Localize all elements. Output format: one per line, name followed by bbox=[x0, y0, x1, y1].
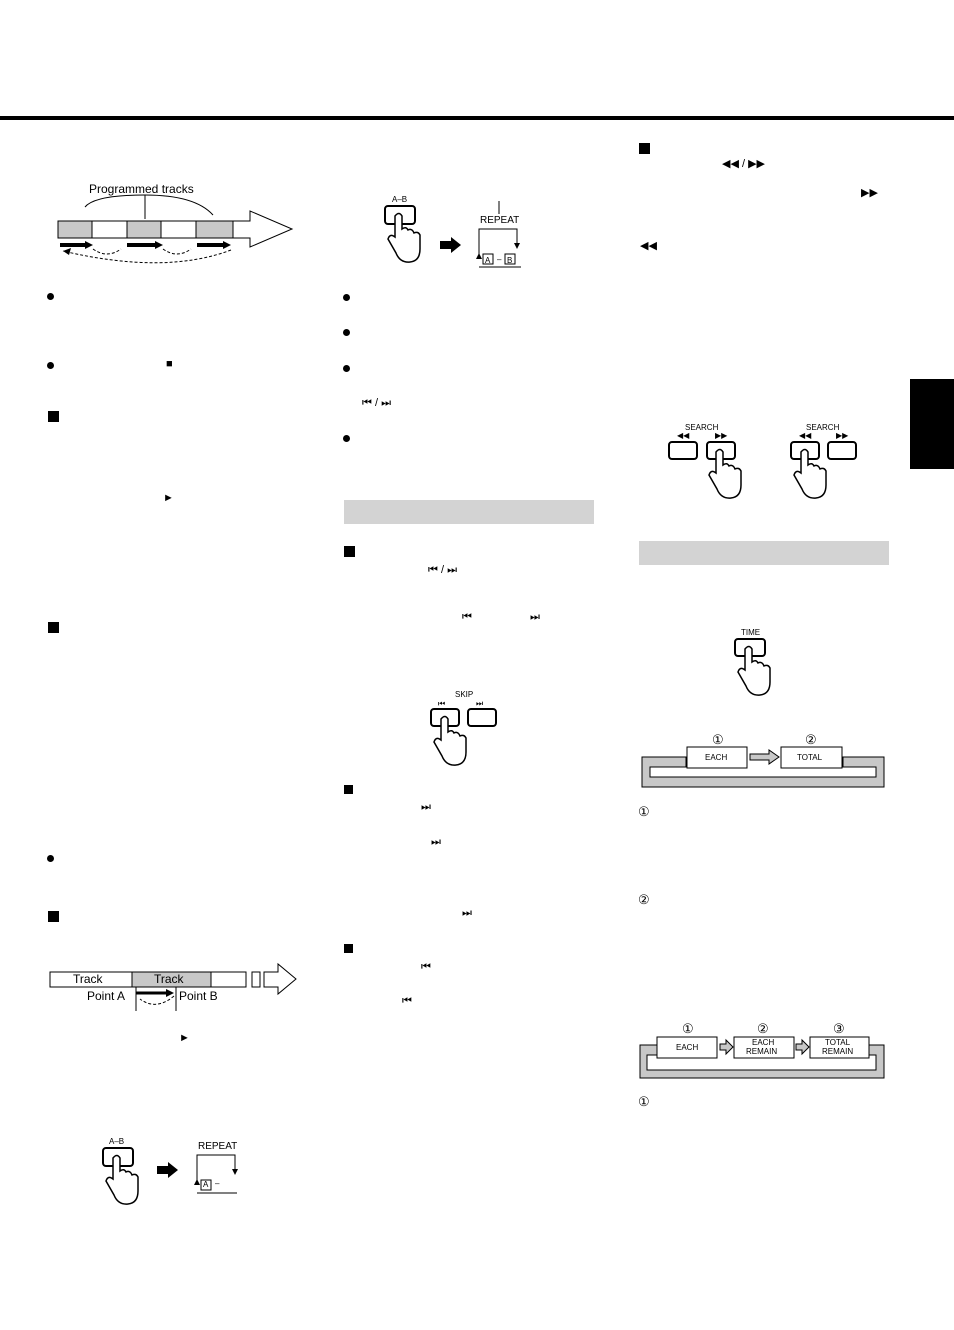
dash: – bbox=[497, 255, 502, 264]
point-b-label: Point B bbox=[179, 989, 218, 1003]
bullet bbox=[47, 362, 54, 369]
skip-forward-icon: ⏭ bbox=[476, 699, 484, 708]
fast-forward-icon: ▶▶ bbox=[715, 431, 728, 440]
ab-button-press-illustration bbox=[384, 205, 421, 263]
play-symbol: ► bbox=[179, 1032, 190, 1044]
skip-button-label: SKIP bbox=[455, 690, 474, 699]
header-rule bbox=[0, 116, 954, 120]
fast-forward-icon: ▶▶ bbox=[836, 431, 849, 440]
time-mode-each: EACH bbox=[705, 753, 728, 762]
section-marker bbox=[48, 622, 59, 633]
step-number: ① bbox=[712, 732, 724, 747]
section-heading-band bbox=[639, 541, 889, 565]
bullet bbox=[343, 365, 350, 372]
section-marker bbox=[48, 411, 59, 422]
point-a-label: Point A bbox=[87, 989, 126, 1003]
bullet bbox=[47, 855, 54, 862]
section-marker bbox=[344, 546, 355, 557]
time-cycle-diagram-1 bbox=[641, 746, 885, 788]
section-marker bbox=[639, 143, 650, 154]
skip-back-symbol: ⏮ bbox=[402, 995, 412, 1007]
time-mode-total: TOTAL bbox=[797, 753, 823, 762]
step-number: ② bbox=[805, 732, 817, 747]
search-symbols: ◀◀ / ▶▶ bbox=[722, 158, 766, 170]
bullet bbox=[343, 294, 350, 301]
time-mode-total-remain-line1: TOTAL bbox=[825, 1038, 851, 1047]
time-mode-each-remain-line2: REMAIN bbox=[746, 1047, 778, 1056]
search-forward-press-illustration bbox=[668, 441, 742, 499]
time-mode-each: EACH bbox=[676, 1043, 699, 1052]
bullet bbox=[343, 329, 350, 336]
fast-forward-symbol: ▶▶ bbox=[861, 187, 878, 199]
section-marker bbox=[344, 944, 353, 953]
programmed-tracks-label: Programmed tracks bbox=[89, 182, 194, 196]
ab-button-label: A–B bbox=[109, 1137, 125, 1146]
repeat-display-ab bbox=[476, 228, 521, 268]
ab-button-label: A–B bbox=[392, 195, 408, 204]
time-mode-total-remain-line2: REMAIN bbox=[822, 1047, 854, 1056]
note-number: ① bbox=[638, 804, 650, 819]
note-number: ② bbox=[638, 892, 650, 907]
section-marker bbox=[48, 911, 59, 922]
dash: – bbox=[215, 1179, 220, 1188]
repeat-indicator: REPEAT bbox=[198, 1141, 238, 1152]
skip-forward-symbol: ⏭ bbox=[421, 801, 431, 813]
note-number: ① bbox=[638, 1094, 650, 1109]
b-marker: B bbox=[507, 256, 513, 265]
a-marker: A bbox=[485, 256, 491, 265]
bullet bbox=[343, 435, 350, 442]
bullet bbox=[47, 293, 54, 300]
stop-symbol: ■ bbox=[166, 358, 173, 370]
arrow-icon bbox=[440, 237, 461, 253]
step-number: ③ bbox=[833, 1021, 845, 1036]
skip-forward-symbol: ⏭ bbox=[462, 907, 472, 919]
rewind-icon: ◀◀ bbox=[677, 431, 690, 440]
skip-back-icon: ⏮ bbox=[438, 699, 446, 708]
step-number: ② bbox=[757, 1021, 769, 1036]
repeat-indicator: REPEAT bbox=[480, 215, 520, 226]
time-button-label: TIME bbox=[741, 628, 761, 637]
time-cycle-diagram-2 bbox=[639, 1036, 885, 1079]
time-button-press-illustration bbox=[734, 638, 771, 696]
callout-line bbox=[498, 201, 500, 214]
search-reverse-press-illustration bbox=[790, 441, 857, 499]
track-label: Track bbox=[73, 972, 103, 986]
skip-back-symbol: ⏮ bbox=[462, 611, 472, 623]
ab-repeat-track-diagram bbox=[49, 962, 297, 1011]
search-button-label: SEARCH bbox=[685, 423, 719, 432]
step-number: ① bbox=[682, 1021, 694, 1036]
time-mode-each-remain-line1: EACH bbox=[752, 1038, 775, 1047]
repeat-display-a bbox=[194, 1154, 238, 1194]
search-button-label: SEARCH bbox=[806, 423, 840, 432]
rewind-symbol: ◀◀ bbox=[640, 240, 657, 252]
skip-button-press-illustration bbox=[430, 708, 497, 766]
section-heading-band bbox=[344, 500, 594, 524]
skip-back-symbol: ⏮ bbox=[421, 961, 431, 973]
track-label: Track bbox=[154, 972, 184, 986]
arrow-icon bbox=[157, 1162, 178, 1178]
section-marker bbox=[344, 785, 353, 794]
skip-forward-symbol: ⏭ bbox=[431, 836, 441, 848]
a-marker: A bbox=[203, 1180, 209, 1189]
play-symbol: ► bbox=[163, 492, 174, 504]
skip-symbols: ⏮ / ⏭ bbox=[428, 564, 457, 576]
skip-symbols: ⏮ / ⏭ bbox=[362, 397, 391, 409]
rewind-icon: ◀◀ bbox=[799, 431, 812, 440]
chapter-tab bbox=[910, 379, 954, 469]
ab-button-press-illustration bbox=[102, 1147, 139, 1205]
skip-forward-symbol: ⏭ bbox=[530, 611, 540, 623]
programmed-tracks-diagram bbox=[57, 194, 294, 264]
